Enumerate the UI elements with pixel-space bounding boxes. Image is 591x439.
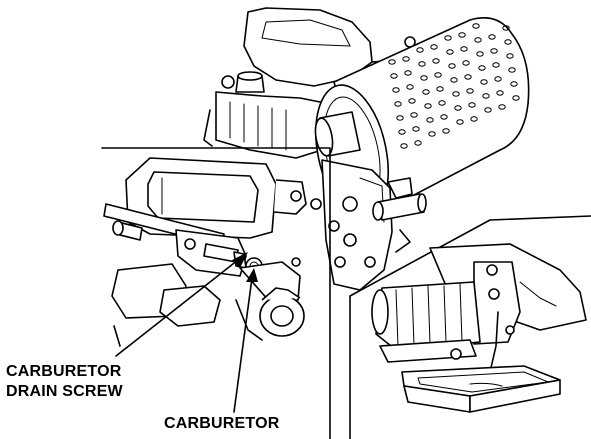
crankcase — [321, 159, 427, 291]
leader-lines — [115, 252, 258, 413]
muffler-perforations — [388, 23, 520, 149]
drain-screw-label-line2: DRAIN SCREW — [6, 383, 123, 400]
carburetor-label: CARBURETOR — [164, 415, 280, 432]
engine-body — [203, 7, 421, 159]
carburetor-drain-screw-label: CARBURETOR DRAIN SCREW — [6, 362, 123, 402]
inset-drain-pan — [349, 215, 591, 439]
drain-screw-label-line1: CARBURETOR — [6, 363, 122, 380]
inset-carburetor — [101, 147, 331, 439]
